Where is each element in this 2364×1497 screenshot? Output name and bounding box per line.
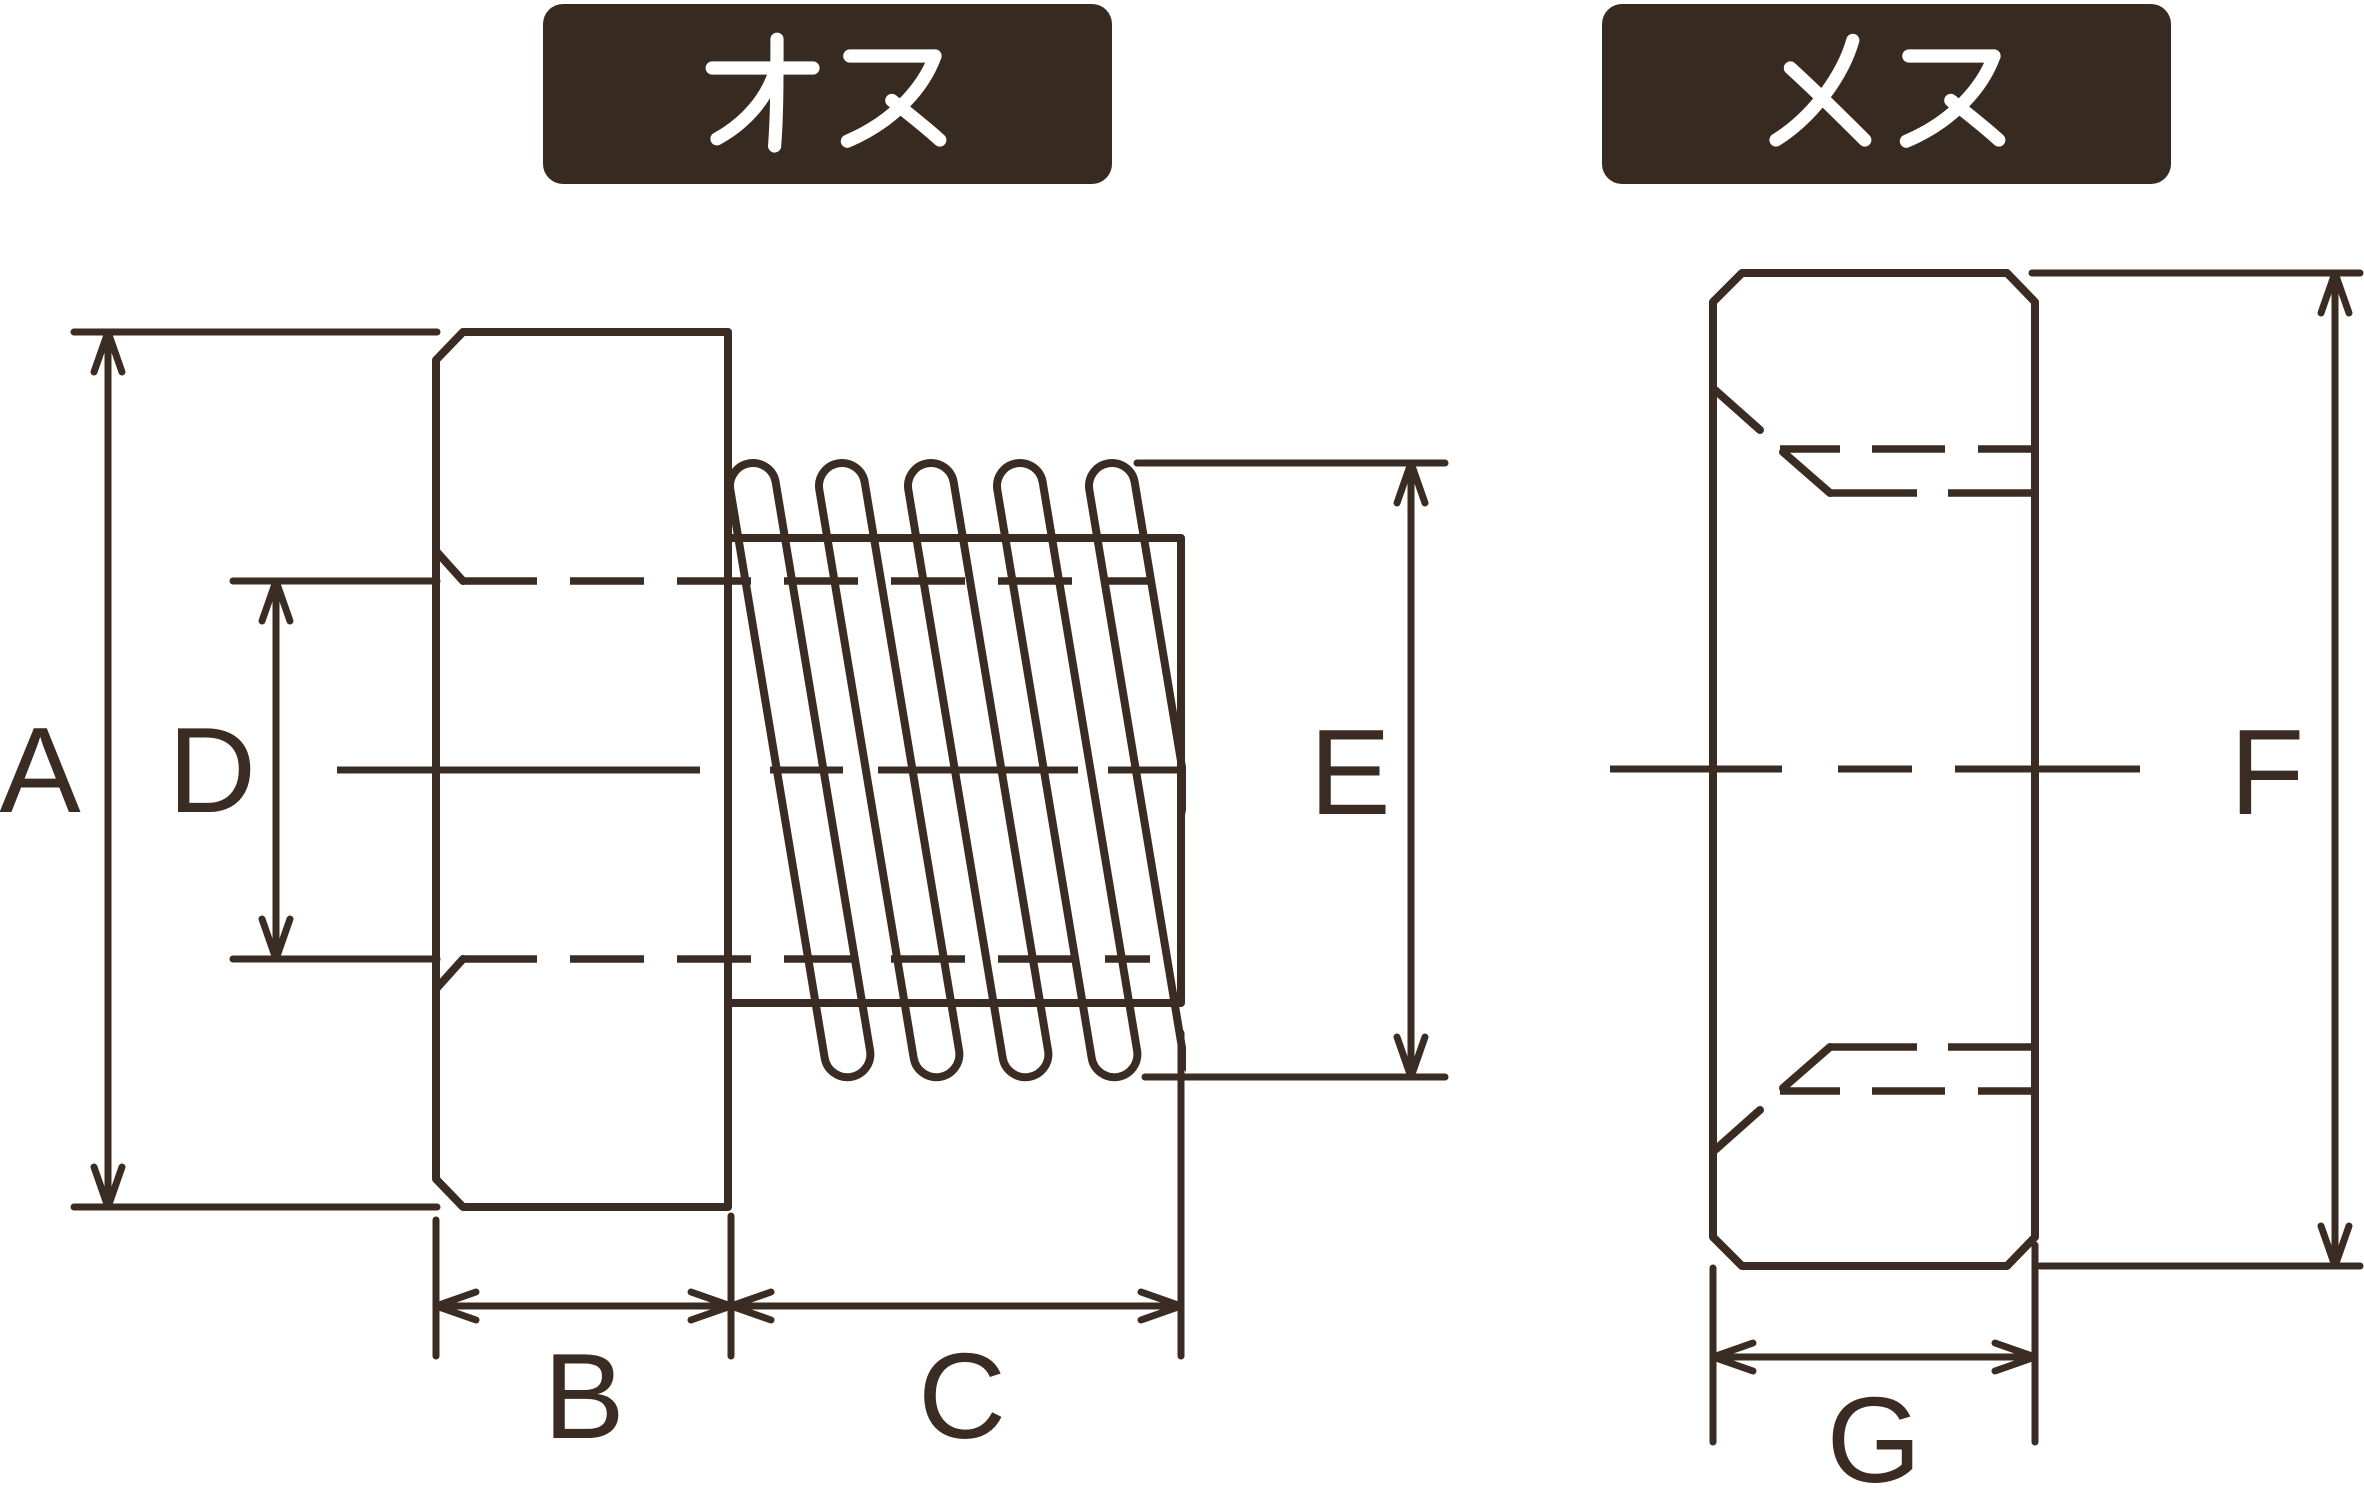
nut-top-left-thread-chamfer (1711, 386, 1764, 434)
female-badge-kana-su-strokes (1899, 49, 2006, 148)
nut-outline (1709, 269, 2039, 1270)
dim-label-g: G (1827, 1372, 1922, 1497)
dim-label-d: D (168, 702, 256, 838)
dim-f-arrow-down (2317, 1222, 2353, 1270)
dim-a-arrow-up (90, 328, 126, 376)
dim-label-b: B (543, 1328, 624, 1464)
dim-d-arrow-up (258, 577, 294, 625)
dimension-e: E (1133, 459, 1449, 1081)
male-badge-background (543, 4, 1112, 184)
hex-head-outline (432, 328, 732, 1211)
female-badge (1602, 4, 2171, 184)
female-badge-kana-me-strokes (1769, 33, 1872, 147)
dim-b-arrow-left (432, 1288, 480, 1324)
kana-su-stroke-sweep (1899, 49, 2001, 148)
dim-a-arrow-down (90, 1163, 126, 1211)
thread-coil-5 (1085, 459, 1186, 1082)
dimension-f: F (2028, 269, 2364, 1270)
male-badge (543, 4, 1112, 184)
dim-f-arrow-up (2317, 269, 2353, 317)
thread-coil-2 (815, 459, 964, 1082)
nut-bottom-left-thread-chamfer (1711, 1106, 1764, 1154)
kana-su-stroke-sweep (840, 49, 942, 148)
male-fitting-drawing: A D E (0, 328, 1449, 1464)
kana-o-stroke-vertical (768, 32, 784, 153)
kana-o-stroke-diagonal (710, 62, 783, 146)
male-badge-kana-o-strokes (705, 32, 820, 153)
dim-e-arrow-down (1393, 1033, 1429, 1081)
dim-label-e: E (1309, 704, 1390, 840)
hex-upper-chamfer-mark (432, 547, 467, 585)
thread-coil-3 (904, 459, 1053, 1082)
thread-coil-1 (726, 459, 875, 1082)
thread-coils (726, 459, 1186, 1082)
male-badge-kana-su-strokes (840, 49, 947, 148)
nut-bottom-inner-thread-chamfer (1779, 1043, 1834, 1092)
female-fitting-drawing: F G (1610, 269, 2364, 1497)
dim-label-a: A (0, 702, 81, 838)
dim-label-f: F (2230, 704, 2305, 840)
nut-top-inner-thread-chamfer (1779, 448, 1834, 497)
dimension-g: G (1709, 1241, 2039, 1497)
kana-su-stroke-leg (1944, 93, 2006, 147)
dim-label-c: C (918, 1328, 1006, 1464)
dimension-a: A (0, 328, 441, 1211)
dimension-b-c: B C (432, 1029, 1185, 1464)
kana-su-stroke-leg (885, 93, 947, 147)
thread-coil-4 (992, 459, 1142, 1082)
hex-lower-chamfer-mark (432, 955, 467, 993)
dimension-d: D (168, 577, 441, 963)
female-badge-background (1602, 4, 2171, 184)
dim-g-arrow-left (1709, 1339, 1757, 1375)
dim-c-arrow-left (727, 1288, 775, 1324)
dim-g-arrow-right (1991, 1339, 2039, 1375)
kana-me-stroke-cross (1783, 61, 1872, 147)
dim-e-arrow-up (1393, 459, 1429, 507)
dim-d-arrow-down (258, 915, 294, 963)
